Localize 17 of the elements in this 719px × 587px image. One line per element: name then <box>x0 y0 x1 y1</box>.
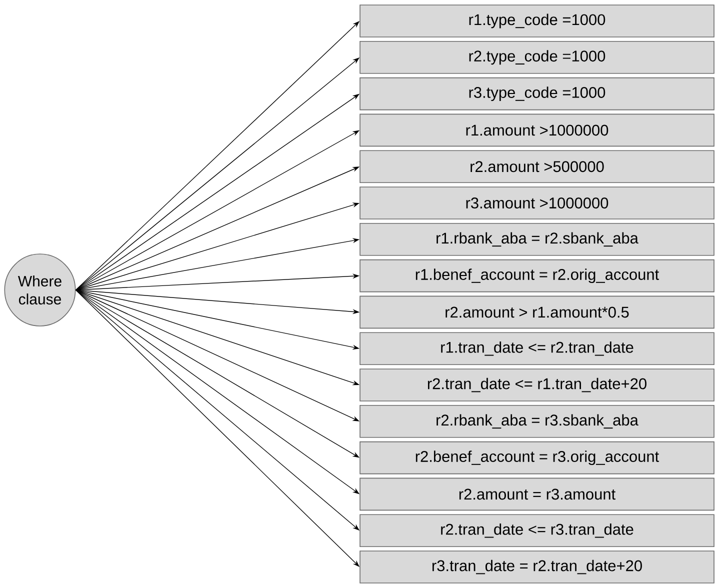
condition-box: r2.tran_date <= r3.tran_date <box>360 514 714 547</box>
condition-box: r1.amount >1000000 <box>360 114 714 147</box>
condition-box: r2.amount >500000 <box>360 150 714 183</box>
condition-box: r1.type_code =1000 <box>360 4 714 38</box>
condition-box: r3.amount >1000000 <box>360 186 714 220</box>
ellipse-node: Where clause <box>4 254 76 326</box>
condition-box: r2.amount > r1.amount*0.5 <box>360 296 714 329</box>
condition-box: r2.benef_account = r3.orig_account <box>360 441 714 474</box>
condition-box: r1.tran_date <= r2.tran_date <box>360 332 714 365</box>
condition-box: r1.benef_account = r2.orig_account <box>360 259 714 292</box>
condition-box: r1.rbank_aba = r2.sbank_aba <box>360 223 714 256</box>
condition-box: r2.tran_date <= r1.tran_date+20 <box>360 368 714 402</box>
condition-box: r2.type_code =1000 <box>360 41 714 74</box>
condition-box: r3.tran_date = r2.tran_date+20 <box>360 550 714 584</box>
condition-box: r2.amount = r3.amount <box>360 478 714 511</box>
condition-box: r3.type_code =1000 <box>360 77 714 110</box>
condition-box: r2.rbank_aba = r3.sbank_aba <box>360 405 714 438</box>
